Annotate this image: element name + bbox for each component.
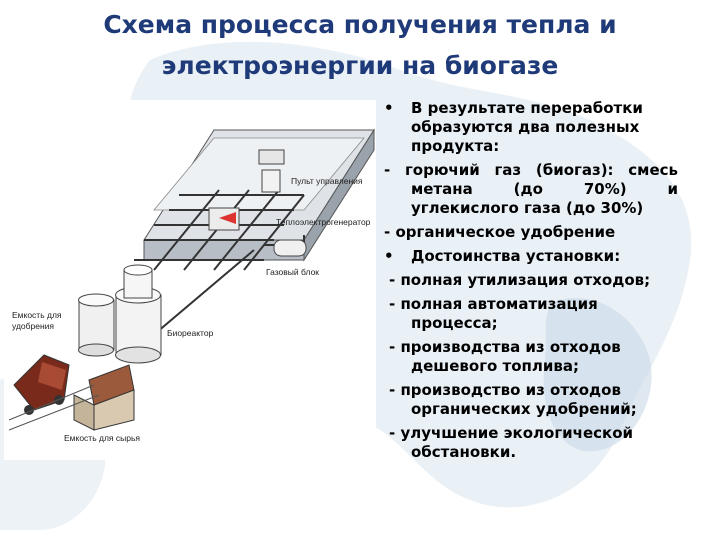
title-line-1: Схема процесса получения тепла и	[103, 10, 617, 39]
gas-unit	[273, 239, 307, 257]
truck	[13, 354, 70, 415]
bullet-mark: •	[384, 247, 394, 265]
item-ecology: - улучшение экологической обстановки.	[389, 424, 634, 461]
item-automation: - полная автоматизация процесса;	[389, 295, 598, 332]
label-control-panel: Пульт управления	[291, 176, 363, 186]
label-fertilizer-tank: Емкость для удобрения	[12, 310, 64, 331]
item-fertilizer: - органическое удобрение	[384, 223, 616, 241]
label-gas-unit: Газовый блок	[266, 267, 319, 277]
bioreactor-tank	[115, 264, 162, 364]
bullet-advantages-text: Достоинства установки:	[411, 247, 621, 265]
title-line-2: электроэнергии на биогазе	[161, 51, 559, 80]
cogenerator-unit	[208, 207, 240, 231]
bullet-products: • В результате переработки образуются дв…	[384, 99, 678, 156]
bullet-products-text: В результате переработки образуются два …	[411, 99, 643, 155]
label-bioreactor: Биореактор	[167, 328, 214, 338]
item-biogas: - горючий газ (биогаз): смесь метана (до…	[384, 161, 678, 217]
content-text: • В результате переработки образуются дв…	[384, 99, 678, 467]
ground-lines	[8, 384, 100, 431]
fertilizer-tank	[78, 293, 115, 357]
item-cheap-fuel: - производства из отходов дешевого топли…	[389, 338, 621, 375]
bullet-advantages: • Достоинства установки:	[384, 247, 678, 266]
item-waste-utilization: - полная утилизация отходов;	[389, 271, 651, 289]
raw-material-tank	[73, 364, 135, 431]
biogas-plant-diagram: Пульт управления Теплоэлектрогенератор Г…	[4, 100, 376, 460]
slide-title: Схема процесса получения тепла и электро…	[0, 4, 720, 86]
label-raw-tank: Емкость для сырья	[64, 433, 140, 443]
label-cogenerator: Теплоэлектрогенератор	[276, 217, 371, 227]
item-organic-fertilizer: - производство из отходов органических у…	[389, 381, 637, 418]
bullet-mark: •	[384, 99, 394, 117]
control-panel-unit	[258, 149, 285, 193]
